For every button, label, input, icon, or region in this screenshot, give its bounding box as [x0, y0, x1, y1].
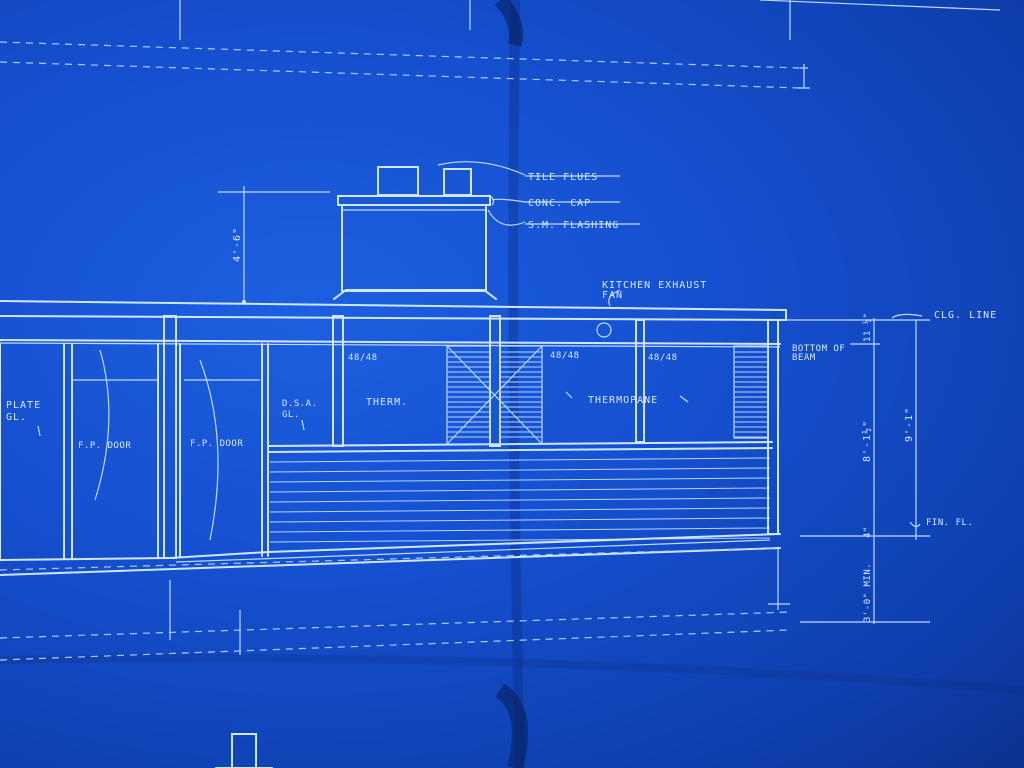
foundation-lines [0, 547, 791, 661]
tear-top [494, 0, 523, 47]
siding-line [269, 477, 771, 483]
right-dimensions: 11 ½" 8'-1½" 9'-1" 4" 3'-0" MIN. [786, 312, 930, 624]
siding-line [269, 497, 771, 503]
label-beam: BEAM [792, 353, 816, 363]
dimension-slab: 4" [863, 526, 873, 538]
label-clg-line: CLG. LINE [934, 310, 997, 321]
label-fin-fl: FIN. FL. [926, 518, 973, 528]
siding-line [269, 487, 771, 493]
top-dashed-lines [0, 0, 1001, 89]
lower-chimney-stub [215, 733, 273, 768]
label-size-1: 48/48 [348, 353, 378, 363]
chimney-dimension: 4'-6" [218, 186, 330, 304]
fold-crease-horizontal [0, 654, 1024, 694]
label-plate-gl: PLATE [6, 400, 41, 411]
annotation-labels: TILE FLUES CONC. CAP S.M. FLASHING KITCH… [6, 172, 997, 528]
dimension-chimney-height: 4'-6" [232, 227, 243, 262]
dimension-total-height: 9'-1" [904, 407, 915, 442]
siding-line [269, 507, 771, 513]
label-tile-flues: TILE FLUES [528, 172, 598, 183]
left-wall-panels [0, 343, 269, 561]
label-dsa-gl: GL. [282, 410, 300, 420]
tear-bottom [495, 683, 528, 768]
label-kitchen-exhaust-fan: FAN [602, 290, 623, 301]
label-dsa: D.S.A. [282, 399, 318, 409]
dimension-ceiling-height: 8'-1½" [861, 420, 873, 462]
label-size-2: 48/48 [550, 351, 580, 361]
siding-line [269, 527, 771, 533]
label-fp-door-2: F.P. DOOR [190, 439, 243, 449]
label-fp-door-1: F.P. DOOR [78, 441, 131, 451]
label-conc-cap: CONC. CAP [528, 198, 591, 209]
window-hatching [447, 351, 768, 438]
roof-structure [0, 289, 787, 348]
label-size-3: 48/48 [648, 353, 678, 363]
label-plate-gl-2: GL. [6, 412, 27, 423]
label-sm-flashing: S.M. FLASHING [528, 220, 619, 231]
siding [269, 457, 771, 543]
fold-crease-vertical [508, 0, 525, 768]
base [0, 451, 781, 576]
label-kitchen-exhaust: KITCHEN EXHAUST [602, 280, 707, 291]
window-band [267, 345, 773, 453]
label-thermopane: THERMOPANE [588, 395, 658, 406]
siding-line [269, 537, 771, 543]
chimney [333, 161, 640, 300]
dimension-min-depth: 3'-0" MIN. [863, 563, 873, 622]
siding-line [269, 517, 771, 523]
siding-line [269, 457, 771, 463]
siding-line [269, 467, 771, 473]
label-therm: THERM. [366, 397, 408, 408]
label-bottom-of: BOTTOM OF [792, 344, 845, 354]
dimension-beam-depth: 11 ½" [862, 312, 873, 342]
